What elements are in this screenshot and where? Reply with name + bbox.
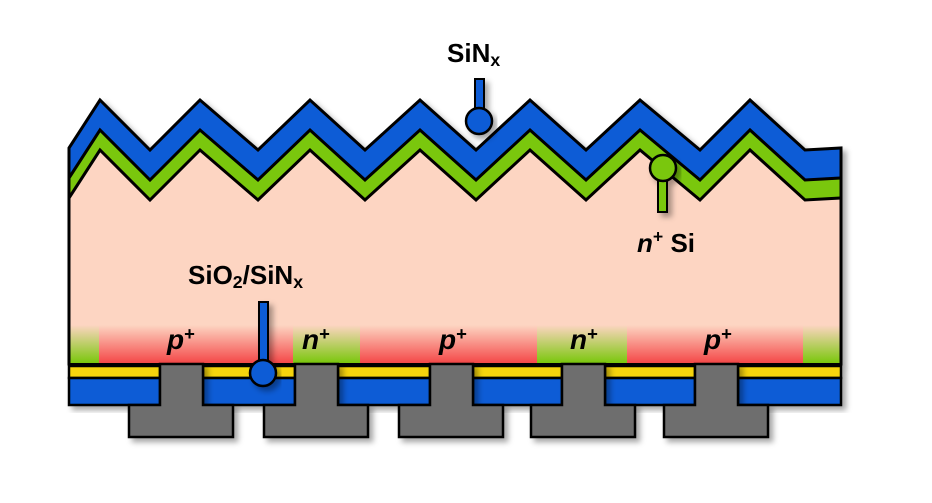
- region-letter: p: [167, 324, 185, 355]
- label-sinx-top-main: SiN: [447, 38, 491, 68]
- pin-sinx-top: [464, 78, 494, 136]
- metal-contact: [662, 362, 770, 439]
- label-sio2-sub: 2: [232, 271, 243, 292]
- region-sup: +: [587, 322, 598, 344]
- label-n-plus-si-sup: +: [652, 226, 664, 247]
- metal-contact: [127, 362, 235, 439]
- edge-green-right: [803, 325, 841, 363]
- pin-sio2-sinx: [248, 301, 278, 388]
- region-letter: n: [570, 324, 588, 355]
- label-sinx-rear-sub: x: [293, 271, 304, 292]
- rear-sinx-segment: [67, 376, 162, 407]
- sio2-segment: [336, 364, 432, 380]
- region-letter: n: [302, 324, 320, 355]
- label-n-plus-si: n+ Si: [637, 227, 696, 258]
- p-plus-region-2: [360, 325, 537, 363]
- region-sup: +: [721, 322, 732, 344]
- region-label-n-plus-2: n+: [570, 322, 598, 355]
- bulk-side-outline: [67, 148, 843, 364]
- label-sinx-top-sub: x: [490, 49, 501, 70]
- region-letter: p: [439, 324, 457, 355]
- label-sinx-top: SiNx: [447, 38, 500, 69]
- rear-sinx-segment: [201, 376, 297, 407]
- edge-green-left: [69, 325, 99, 363]
- region-sup: +: [184, 322, 195, 344]
- sio2-segment: [471, 364, 564, 380]
- metal-contact: [262, 362, 370, 439]
- sio2-segment: [736, 364, 843, 380]
- region-label-p-plus-1: p+: [167, 322, 195, 355]
- metal-contact: [529, 362, 637, 439]
- sio2-segment: [67, 364, 162, 380]
- rear-sinx-segment: [603, 376, 697, 407]
- metal-contacts: [127, 362, 770, 439]
- label-n-plus-si-rest: Si: [663, 228, 696, 258]
- p-plus-region-3: [627, 325, 803, 363]
- label-sio2-main: SiO: [188, 260, 233, 290]
- rear-sinx-segment: [471, 376, 564, 407]
- rear-sinx-segment: [736, 376, 843, 407]
- n-plus-region-1: [293, 325, 360, 363]
- region-letter: p: [704, 324, 722, 355]
- label-n-plus-si-letter: n: [637, 228, 653, 258]
- region-label-n-plus-1: n+: [302, 322, 330, 355]
- sio2-segment: [603, 364, 697, 380]
- metal-contact: [397, 362, 505, 439]
- region-label-p-plus-2: p+: [439, 322, 467, 355]
- rear-passivation: [67, 364, 843, 407]
- region-sup: +: [319, 322, 330, 344]
- region-sup: +: [456, 322, 467, 344]
- label-sinx-rear-main: /SiN: [242, 260, 294, 290]
- label-sio2-sinx: SiO2/SiNx: [188, 260, 303, 291]
- n-plus-region-2: [537, 325, 627, 363]
- rear-sinx-segment: [336, 376, 432, 407]
- pin-n-plus-si: [648, 153, 678, 213]
- region-label-p-plus-3: p+: [704, 322, 732, 355]
